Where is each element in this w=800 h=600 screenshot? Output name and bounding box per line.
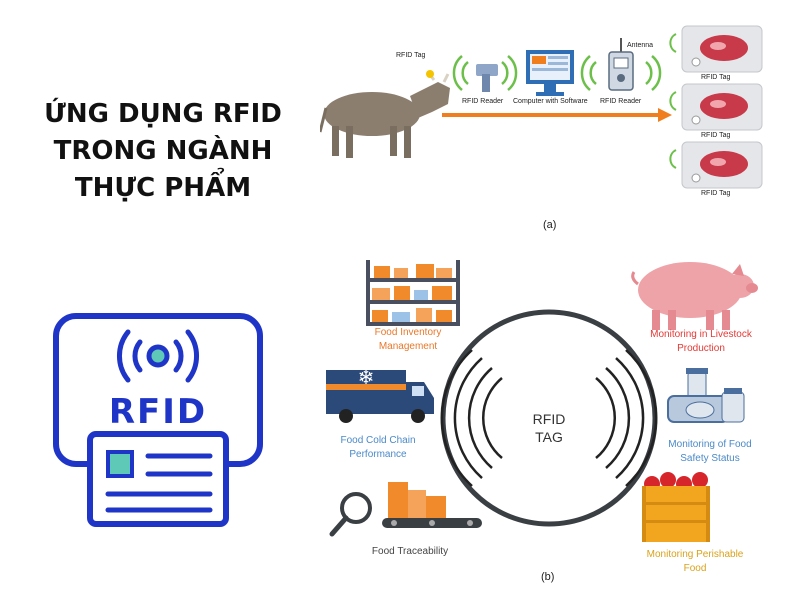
traceability-conveyor-icon [329,482,482,537]
warehouse-shelf-icon [366,260,460,326]
food-safety-icon [667,368,745,423]
perishable-label-line-1: Monitoring Perishable [646,549,744,560]
cold-chain-label: Food Cold Chain Performance [318,434,438,462]
fixed-reader-icon [608,38,634,91]
svg-text:❄: ❄ [358,365,375,389]
wireless-waves-icon-2 [580,55,662,91]
signal-arcs-icon [440,349,658,487]
tray-waves-icon [669,33,677,169]
rfid-applications-diagram: ❄ [326,260,758,542]
rfid-reader-label-2: RFID Reader [600,98,642,105]
traceability-label-line-1: Food Traceability [371,546,449,557]
caption-a: (a) [543,219,557,231]
refrigerated-truck-icon: ❄ [326,365,434,423]
handheld-reader-icon [476,64,498,92]
food-safety-label-line-2: Safety Status [680,453,740,464]
title-line-2: TRONG NGÀNH [53,136,273,166]
inventory-label: Food Inventory Management [348,326,468,354]
wireless-waves-icon [452,55,518,91]
page-title: ỨNG DỤNG RFID TRONG NGÀNH THỰC PHẨM [18,96,308,207]
livestock-label: Monitoring in Livestock Production [626,328,776,356]
inventory-label-line-2: Management [378,341,438,352]
center-label-line-1: RFID [532,411,566,427]
title-line-1: ỨNG DỤNG RFID [44,99,282,129]
rfid-card-icon [53,313,263,527]
rfid-tag-center-label: RFID TAG [509,410,589,446]
perishable-label: Monitoring Perishable Food [620,548,770,576]
rfid-icon-label: RFID [108,392,208,432]
livestock-label-line-1: Monitoring in Livestock [650,329,752,340]
perishable-label-line-2: Food [683,563,707,574]
traceability-label: Food Traceability [350,545,470,559]
meat-tray-1 [681,25,763,73]
food-safety-label: Monitoring of Food Safety Status [640,438,780,466]
meat-tray-3 [681,141,763,189]
computer-icon [526,50,574,96]
cold-chain-label-line-1: Food Cold Chain [340,435,416,446]
rfid-reader-label-1: RFID Reader [462,98,504,105]
food-safety-label-line-1: Monitoring of Food [668,439,752,450]
meat-tag-label-3: RFID Tag [701,190,731,197]
computer-label: Computer with Software [513,98,588,105]
rfid-tag-label: RFID Tag [396,52,426,59]
cow-icon [320,71,450,158]
fruit-crate-icon [642,472,710,542]
center-label-line-2: TAG [535,429,563,445]
ear-tag-icon [426,70,434,78]
livestock-label-line-2: Production [677,343,725,354]
supply-chain-diagram [320,25,763,189]
title-line-3: THỰC PHẨM [74,173,252,203]
cold-chain-label-line-2: Performance [349,449,407,460]
meat-tag-label-2: RFID Tag [701,132,731,139]
meat-tag-label-1: RFID Tag [701,74,731,81]
meat-tray-2 [681,83,763,131]
pig-icon [631,262,758,330]
antenna-label: Antenna [627,42,654,49]
caption-b: (b) [541,571,555,583]
inventory-label-line-1: Food Inventory [374,327,442,338]
